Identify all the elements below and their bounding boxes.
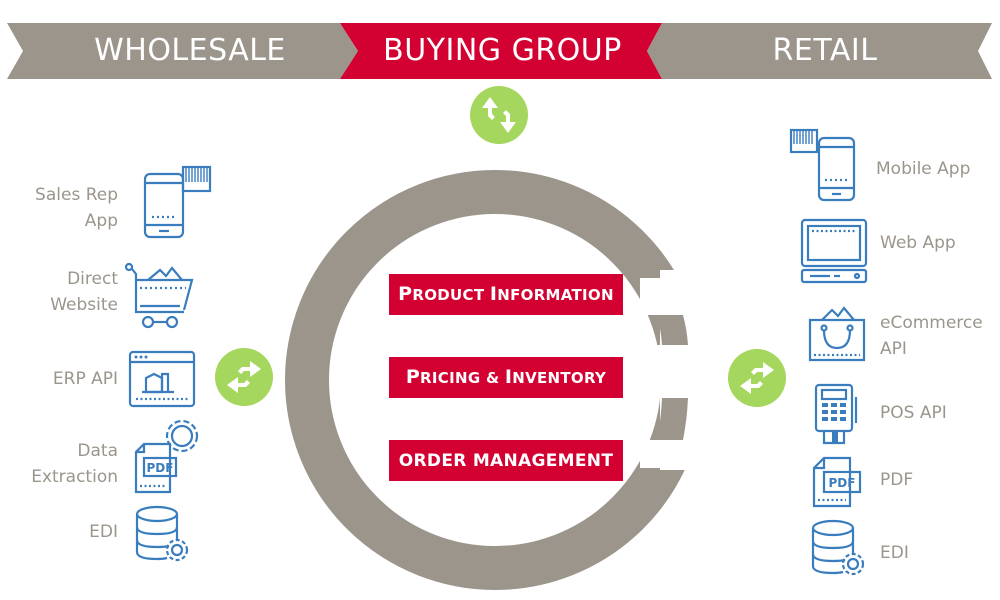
erp-factory-window-icon [128, 350, 196, 408]
buying-group-label: BUYING GROUP [383, 33, 622, 68]
pdf-file-icon: PDF [812, 456, 862, 508]
label-line: Website [50, 295, 118, 315]
pdf-gear-icon: PDF [134, 419, 199, 494]
pos-terminal-icon [814, 383, 858, 445]
order-management-pill: ORDER MANAGEMENT [389, 440, 623, 481]
mobile-barcode-icon [143, 165, 212, 239]
retail-item-ecommerce-api: eCommerce API [880, 310, 1000, 362]
label-line: Sales Rep [35, 185, 118, 205]
retail-ribbon [647, 23, 992, 79]
wholesale-item-erp-api: ERP API [10, 366, 118, 392]
sync-horizontal-icon [215, 348, 273, 406]
wholesale-item-direct-website: Direct Website [10, 266, 118, 318]
retail-item-web-app: Web App [880, 230, 1000, 256]
label-line: PDF [880, 470, 914, 490]
banner-shapes [7, 23, 992, 79]
pill-text: I [489, 283, 498, 305]
wholesale-label: WHOLESALE [94, 33, 286, 68]
retail-item-pdf: PDF [880, 467, 1000, 493]
pill-text: P [398, 283, 413, 305]
wholesale-item-data-extraction: Data Extraction [10, 438, 118, 490]
label-line: API [880, 339, 907, 359]
retail-item-edi: EDI [880, 540, 1000, 566]
retail-label: RETAIL [772, 33, 878, 68]
pill-text: P [405, 366, 421, 388]
shopping-cart-icon [124, 262, 194, 329]
label-line: Web App [880, 233, 956, 253]
database-gear-icon [135, 505, 189, 562]
label-line: ERP API [52, 369, 118, 389]
wholesale-item-sales-rep-app: Sales Rep App [10, 182, 118, 234]
sync-vertical-icon [470, 86, 528, 144]
pill-text: NFORMATION [497, 286, 614, 304]
mobile-barcode-icon [789, 128, 856, 202]
label-line: EDI [880, 543, 909, 563]
label-line: eCommerce [880, 313, 983, 333]
label-line: POS API [880, 403, 947, 423]
label-line: App [84, 211, 118, 231]
desktop-computer-icon [800, 218, 868, 284]
label-line: Mobile App [876, 159, 971, 179]
shopping-bag-icon [808, 306, 866, 362]
retail-item-mobile-app: Mobile App [876, 156, 996, 182]
buying-group-ribbon [340, 23, 662, 79]
label-line: EDI [89, 522, 118, 542]
pricing-inventory-pill: PRICING & INVENTORY [389, 357, 623, 398]
sync-horizontal-icon [728, 349, 786, 407]
ring-segment-lower [657, 398, 688, 440]
pill-text: I [504, 366, 513, 388]
wholesale-ribbon [7, 23, 358, 79]
wholesale-item-edi: EDI [10, 519, 118, 545]
pill-text: NVENTORY [512, 369, 607, 387]
svg-text:PDF: PDF [147, 461, 174, 475]
ring-segment-upper [657, 315, 688, 345]
pill-text: RICING & [420, 369, 505, 387]
label-line: Extraction [31, 467, 118, 487]
label-line: Direct [67, 269, 118, 289]
top-banner: WHOLESALE BUYING GROUP RETAIL [0, 22, 1000, 80]
pill-text: RODUCT [412, 286, 490, 304]
product-information-pill: PRODUCT INFORMATION [389, 274, 623, 315]
retail-item-pos-api: POS API [880, 400, 1000, 426]
database-gear-icon [811, 519, 865, 576]
pill-text: ORDER MANAGEMENT [398, 451, 614, 471]
svg-text:PDF: PDF [829, 476, 856, 490]
label-line: Data [77, 441, 118, 461]
